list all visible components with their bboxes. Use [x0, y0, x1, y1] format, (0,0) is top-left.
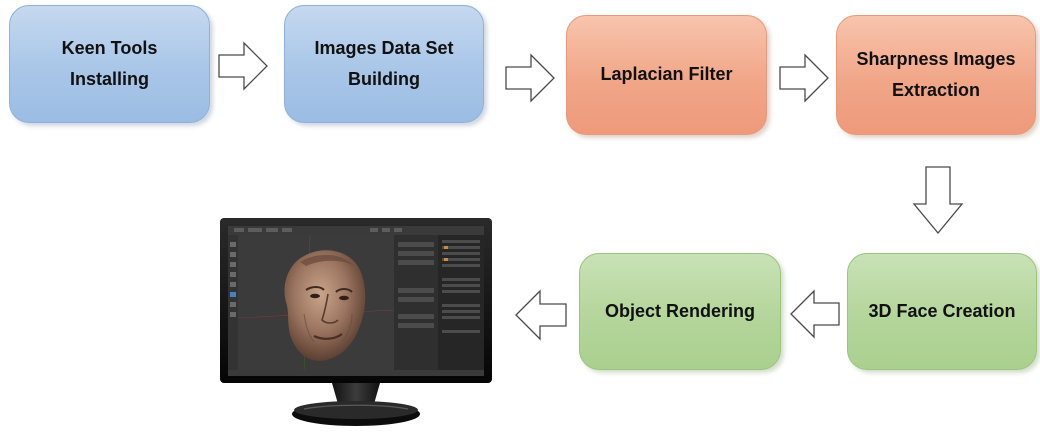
arrow-left-icon: [515, 289, 567, 341]
arrow-right-icon: [218, 41, 268, 91]
step-images-data-set-building: Images Data Set Building: [284, 5, 484, 123]
monitor-render-output-icon: [220, 218, 492, 426]
arrow-down-icon: [912, 166, 964, 235]
arrow-left-icon: [790, 289, 840, 339]
step-sharpness-images-extraction: Sharpness Images Extraction: [836, 15, 1036, 135]
step-3d-face-creation: 3D Face Creation: [847, 253, 1037, 370]
step-keen-tools-installing: Keen Tools Installing: [9, 5, 210, 123]
arrow-right-icon: [779, 53, 829, 103]
step-laplacian-filter: Laplacian Filter: [566, 15, 767, 135]
step-label: 3D Face Creation: [868, 300, 1016, 321]
step-label: Object Rendering: [604, 300, 756, 321]
step-label: Sharpness Images Extraction: [856, 48, 1016, 101]
arrow-right-icon: [505, 53, 555, 103]
step-object-rendering: Object Rendering: [579, 253, 781, 370]
step-label: Images Data Set Building: [314, 37, 454, 90]
step-label: Laplacian Filter: [600, 64, 733, 85]
step-label: Keen Tools Installing: [61, 37, 158, 90]
